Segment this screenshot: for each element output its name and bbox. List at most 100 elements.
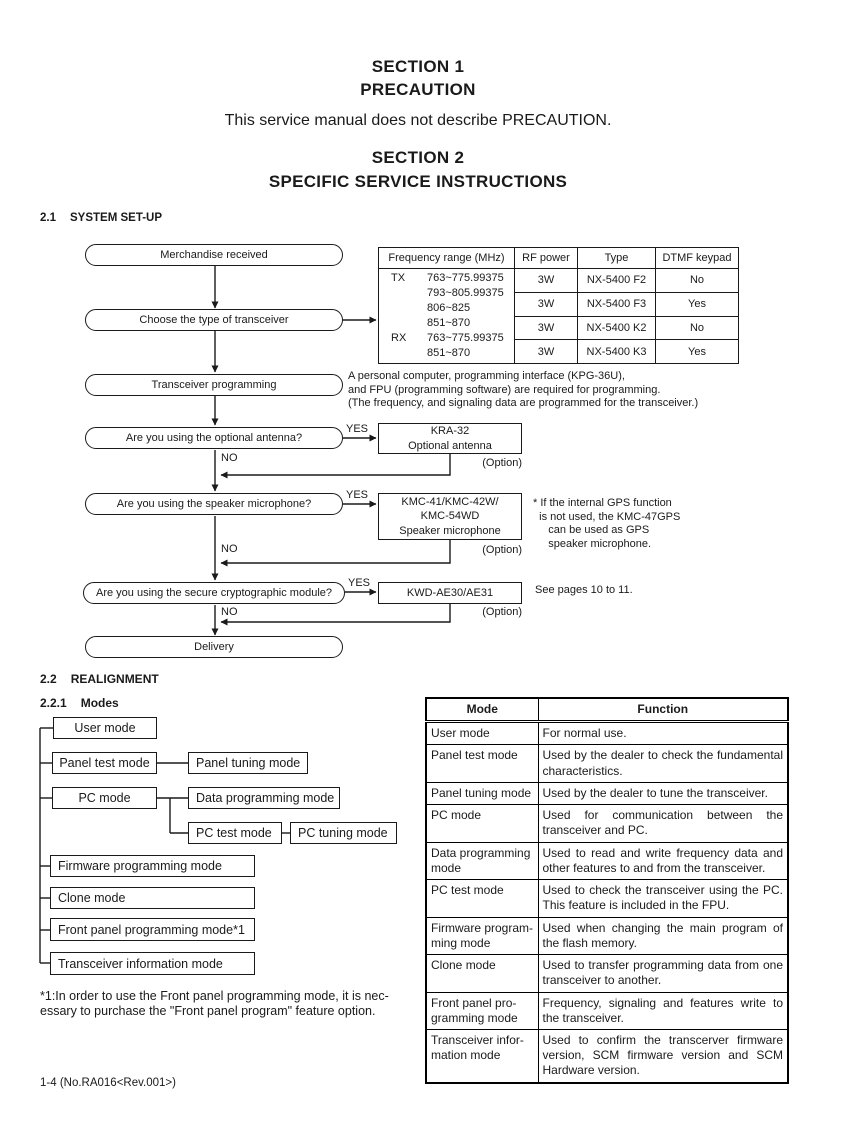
mode-cell: PC test mode [425, 879, 539, 918]
programming-note: A personal computer, programming interfa… [348, 370, 699, 410]
table-row: 3W NX-5400 K3 Yes [379, 339, 739, 364]
mode-box-panel-test: Panel test mode [52, 752, 157, 774]
page-footer: 1-4 (No.RA016<Rev.001>) [40, 1077, 176, 1089]
rf-cell: 3W [514, 268, 578, 293]
mode-function-table: Mode Function User mode For normal use. … [425, 697, 789, 1084]
table-row: 3W NX-5400 K2 No [379, 315, 739, 341]
table-row: Firmware program- ming mode Used when ch… [425, 916, 789, 956]
function-cell: Used when changing the main program of t… [537, 916, 789, 956]
mode-cell: Firmware program- ming mode [425, 916, 539, 956]
freq-header-rf: RF power [514, 247, 578, 269]
table-row: Front panel pro- gramming mode Frequency… [425, 991, 789, 1030]
heading-2-1-number: 2.1 [40, 212, 56, 224]
yes-label-crypto: YES [348, 577, 371, 589]
heading-2-1-label: SYSTEM SET-UP [70, 212, 163, 224]
tx-label: TX [391, 272, 406, 284]
heading-2-2-1-number: 2.2.1 [40, 696, 67, 710]
function-cell: Used to confirm the transcerver firmware… [537, 1028, 789, 1084]
freq-header-dtmf: DTMF keypad [655, 247, 739, 269]
section1-body: This service manual does not describe PR… [224, 112, 612, 129]
mode-cell: Panel tuning mode [425, 781, 539, 806]
option-label-kwd: (Option) [482, 606, 522, 618]
section2-subtitle: SPECIFIC SERVICE INSTRUCTIONS [268, 172, 568, 191]
heading-2-2: 2.2 REALIGNMENT [40, 672, 159, 686]
dtmf-cell: Yes [655, 339, 739, 364]
mode-box-pc: PC mode [52, 787, 157, 809]
setup-flow-lines [211, 266, 451, 636]
table-row: PC mode Used for communication between t… [425, 804, 789, 843]
modes-diagram-lines [39, 727, 290, 964]
no-label-antenna: NO [221, 452, 238, 464]
function-cell: Used by the dealer to check the fundamen… [537, 744, 789, 783]
mode-box-clone: Clone mode [50, 887, 255, 909]
mode-box-front-panel: Front panel programming mode*1 [50, 918, 255, 941]
flow-box-kra32: KRA-32 Optional antenna [378, 423, 522, 454]
flow-pill-q-antenna: Are you using the optional antenna? [85, 427, 343, 449]
mode-box-firmware: Firmware programming mode [50, 855, 255, 877]
table-row: Clone mode Used to transfer programming … [425, 954, 789, 993]
table-row: Transceiver infor- mation mode Used to c… [425, 1028, 789, 1084]
function-cell: Used to check the transceiver using the … [537, 879, 789, 918]
tx-line: 851~870 [427, 317, 471, 329]
option-label-kra: (Option) [482, 457, 522, 469]
no-label-speaker: NO [221, 543, 238, 555]
no-label-crypto: NO [221, 606, 238, 618]
mode-box-pc-test: PC test mode [188, 822, 282, 844]
function-cell: Frequency, signaling and features write … [537, 991, 789, 1030]
mode-cell: Clone mode [425, 954, 539, 993]
table-row: Data programming mode Used to read and w… [425, 841, 789, 881]
mode-box-info: Transceiver information mode [50, 952, 255, 975]
tx-line: 806~825 [427, 302, 471, 314]
mode-box-pc-tuning: PC tuning mode [290, 822, 397, 844]
flow-box-kwd: KWD-AE30/AE31 [378, 582, 522, 604]
table-row: Panel tuning mode Used by the dealer to … [425, 781, 789, 806]
section2-title: SECTION 2 [371, 148, 465, 167]
mode-box-data-prog: Data programming mode [188, 787, 340, 809]
freq-header-range: Frequency range (MHz) [378, 247, 515, 269]
type-cell: NX-5400 F3 [577, 291, 656, 317]
rx-label: RX [391, 332, 407, 344]
heading-2-2-1-label: Modes [80, 696, 119, 710]
yes-label-speaker: YES [346, 489, 369, 501]
flow-box-kmc: KMC-41/KMC-42W/ KMC-54WD Speaker microph… [378, 493, 522, 540]
option-label-kmc: (Option) [482, 544, 522, 556]
section1-subtitle: PRECAUTION [360, 80, 476, 99]
flow-pill-merchandise: Merchandise received [85, 244, 343, 266]
mode-cell: User mode [425, 721, 539, 746]
frequency-table-header-row: Frequency range (MHz) RF power Type DTMF… [378, 247, 739, 269]
type-cell: NX-5400 F2 [577, 268, 656, 293]
yes-label-antenna: YES [346, 423, 369, 435]
dtmf-cell: Yes [655, 291, 739, 317]
mode-box-panel-tuning: Panel tuning mode [188, 752, 308, 774]
tx-line: 793~805.99375 [427, 287, 504, 299]
tx-line: 763~775.99375 [427, 272, 504, 284]
heading-2-2-label: REALIGNMENT [70, 672, 159, 686]
rx-line: 763~775.99375 [427, 332, 504, 344]
table-row: TX 763~775.99375 793~805.99375 806~825 8… [378, 268, 739, 364]
section1-title: SECTION 1 [371, 57, 465, 76]
mode-cell: Front panel pro- gramming mode [425, 991, 539, 1030]
freq-range-cell: TX 763~775.99375 793~805.99375 806~825 8… [378, 268, 515, 364]
flow-pill-choose: Choose the type of transceiver [85, 309, 343, 331]
mode-table-header-row: Mode Function [425, 697, 789, 724]
heading-2-2-1: 2.2.1 Modes [40, 696, 119, 710]
front-panel-footnote: *1:In order to use the Front panel progr… [40, 989, 389, 1019]
see-pages-note: See pages 10 to 11. [535, 584, 633, 596]
mode-cell: Transceiver infor- mation mode [425, 1028, 539, 1084]
frequency-table: Frequency range (MHz) RF power Type DTMF… [378, 247, 739, 364]
mode-cell: Panel test mode [425, 744, 539, 783]
function-cell: For normal use. [537, 721, 789, 746]
function-cell: Used to read and write frequency data an… [537, 841, 789, 881]
dtmf-cell: No [655, 315, 739, 341]
function-cell: Used by the dealer to tune the transceiv… [537, 781, 789, 806]
mode-cell: PC mode [425, 804, 539, 843]
table-row: User mode For normal use. [425, 721, 789, 746]
flow-pill-programming: Transceiver programming [85, 374, 343, 396]
flow-pill-delivery: Delivery [85, 636, 343, 658]
rx-line: 851~870 [427, 347, 471, 359]
type-cell: NX-5400 K3 [577, 339, 656, 364]
function-cell: Used for communication between the trans… [537, 804, 789, 843]
table-row: Panel test mode Used by the dealer to ch… [425, 744, 789, 783]
